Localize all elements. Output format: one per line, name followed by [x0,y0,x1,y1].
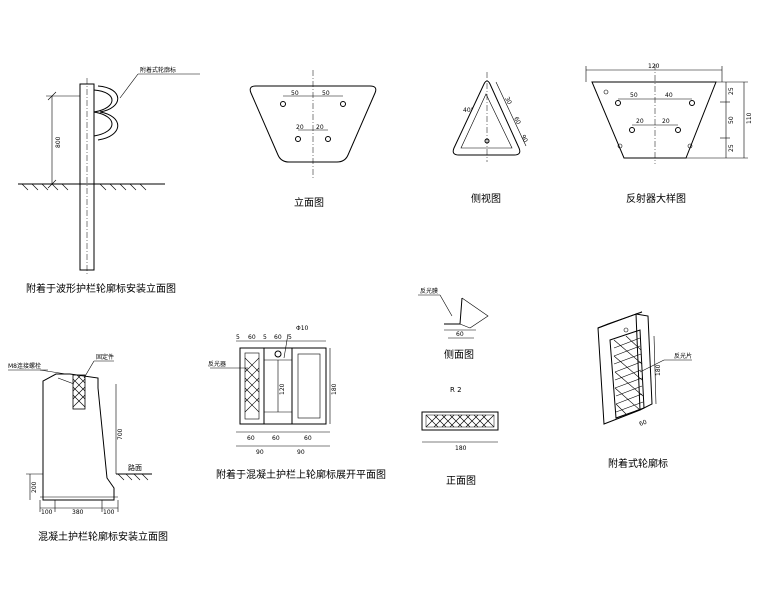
r-label: R 2 [450,386,462,394]
detail-bot-right-dim: 20 [662,118,670,125]
side-elevation-caption: 侧面图 [444,348,474,361]
concrete-plan-caption: 附着于混凝土护栏上轮廓标展开平面图 [216,468,386,481]
elevation-view: 50 50 20 20 立面图 [249,70,377,209]
reflector-label: 反光器 [208,360,226,368]
road-surface-label: 路面 [128,463,142,472]
guardrail-elevation-caption: 附着于波形护栏轮廓标安装立面图 [26,282,176,295]
concrete-plan-view: 5 60 5 60 5 Φ10 反光器 120 180 60 [208,325,386,481]
plan-bottom2-dim-2: 90 [297,449,305,456]
elevation-caption: 立面图 [294,196,324,209]
detail-total-h-dim: 110 [746,112,753,124]
detail-top-dim: 50 [630,92,638,99]
attached-delineator-caption: 附着式轮廓标 [608,457,668,470]
side-elev-width-dim: 60 [456,331,464,338]
reflector-detail-caption: 反射器大样图 [626,192,686,205]
reflective-sheet-label: 反光片 [674,352,692,360]
concrete-right-dim: 100 [103,509,115,516]
plan-bottom1-dim-1: 60 [247,435,255,442]
concrete-install-view: M8连接螺栓 固定件 路面 700 200 100 380 100 混凝土护栏轮… [8,353,168,543]
detail-mid-dim: 40 [665,92,673,99]
front-view: R 2 180 正面图 [421,386,499,487]
side-angle-dim: 40° [463,107,474,114]
plan-side-dim: 180 [331,383,338,395]
side-dim-a: 30 [503,96,513,106]
plan-top-dim-2: 60 [248,334,256,341]
detail-bot-left-dim: 20 [636,118,644,125]
guardrail-elevation-view: 附着式轮廓标 800 附着于波形护栏轮廓标安装立面图 [18,66,200,295]
detail-width-dim: 120 [648,63,660,70]
detail-h3-dim: 25 [728,144,735,152]
front-view-caption: 正面图 [446,475,476,487]
post-height-dim: 800 [55,136,62,148]
side-dim-c: 90 [519,134,529,144]
fixing-piece-label: 固定件 [96,353,114,361]
side-view-caption: 侧视图 [471,192,501,205]
front-width-dim: 180 [455,445,467,452]
plan-top-dim-4: 60 [274,334,282,341]
plan-inner-dim: 120 [279,383,286,395]
elev-dim-top-right: 50 [322,90,330,97]
phi-label: Φ10 [296,325,309,332]
plan-top-dim-3: 5 [263,334,267,341]
plan-top-dim-5: 5 [288,334,292,341]
attached-delineator-label: 附着式轮廓标 [140,66,176,74]
plan-bottom1-dim-3: 60 [304,435,312,442]
concrete-left-dim: 100 [41,509,53,516]
elev-dim-bot-right: 20 [316,124,324,131]
elev-dim-top-left: 50 [291,90,299,97]
concrete-height-dim: 700 [117,428,124,440]
side-elevation-view: 反光膜 60 侧面图 [418,287,489,361]
side-view: 30 60 90 40° 侧视图 [452,72,529,205]
elev-dim-bot-left: 20 [296,124,304,131]
att-width-dim: 60 [638,419,648,428]
detail-h2-dim: 50 [728,116,735,124]
plan-bottom1-dim-2: 60 [272,435,280,442]
concrete-install-caption: 混凝土护栏轮廓标安装立面图 [38,530,168,543]
reflector-detail-view: 120 50 40 20 20 25 50 25 110 反射器大样图 [585,63,753,205]
detail-h1-dim: 25 [728,87,735,95]
reflective-film-label: 反光膜 [420,287,438,295]
att-height-dim: 180 [655,364,662,376]
concrete-mid-dim: 380 [72,509,84,516]
bolt-label: M8连接螺栓 [8,362,41,370]
side-dim-b: 60 [512,116,522,126]
attached-delineator-view: 反光片 180 60 附着式轮廓标 [597,311,692,470]
plan-top-dim-1: 5 [236,334,240,341]
concrete-base-dim: 200 [31,481,38,493]
plan-bottom2-dim-1: 90 [256,449,264,456]
